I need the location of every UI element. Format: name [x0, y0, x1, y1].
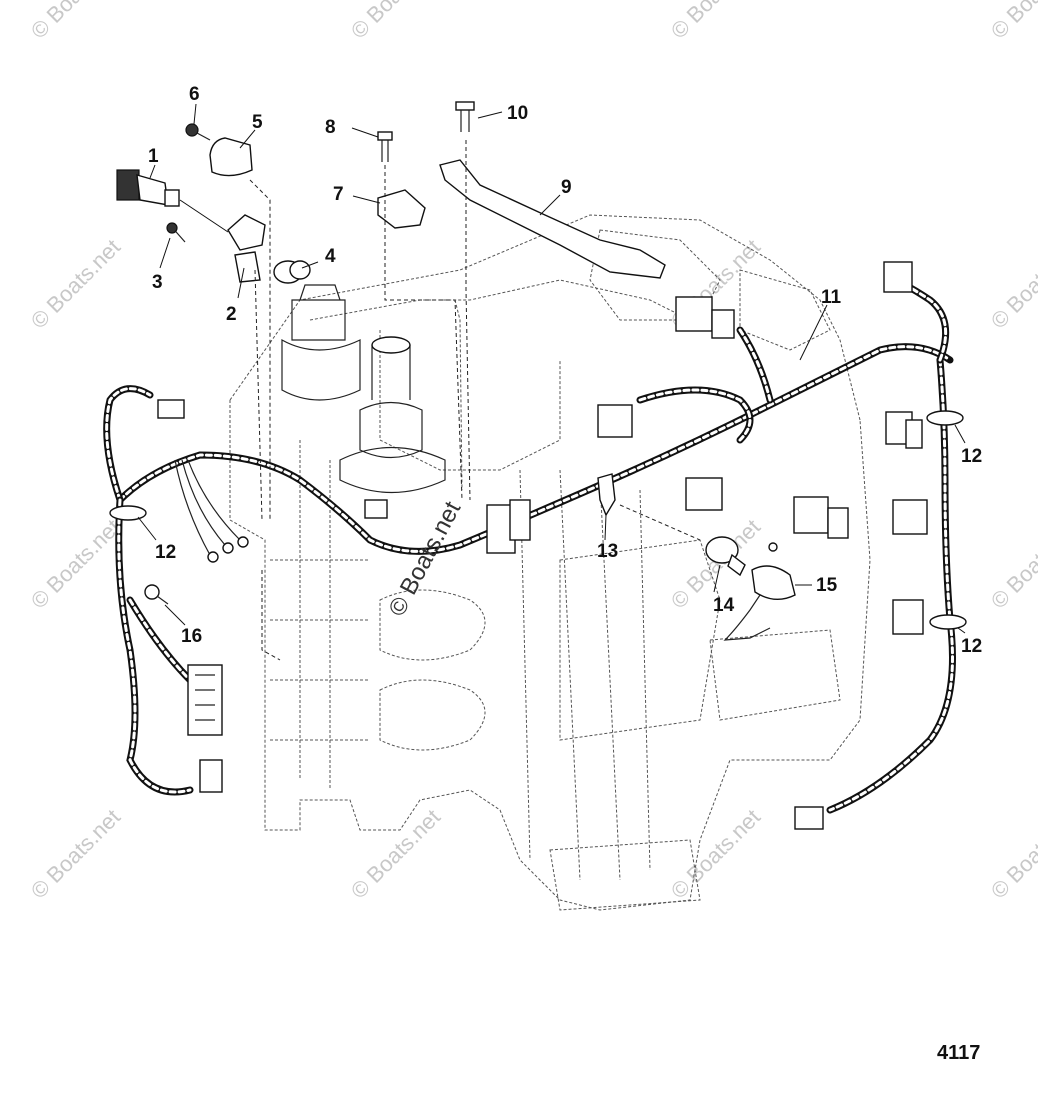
watermark-layer: © Boats.net © Boats.net © Boats.net © Bo…: [26, 0, 1038, 904]
watermark: © Boats.net: [986, 804, 1038, 903]
figure-number: 4117: [937, 1042, 980, 1064]
watermark: © Boats.net: [346, 804, 445, 903]
leader-lines: [137, 103, 966, 634]
watermark: © Boats.net: [26, 514, 125, 613]
watermark: © Boats.net: [26, 804, 125, 903]
retainer-7: [377, 189, 426, 229]
grommet: [273, 260, 311, 284]
callout-7: 7: [333, 184, 344, 205]
watermark: © Boats.net: [666, 0, 765, 44]
callout-5: 5: [252, 112, 263, 133]
sensor-15: [723, 542, 796, 641]
callout-12: 12: [155, 542, 176, 563]
callout-13: 13: [597, 541, 618, 562]
harness-clips: [109, 410, 967, 630]
callout-8: 8: [325, 117, 336, 138]
temperature-sensor: [116, 169, 180, 207]
sensor-bracket: [227, 214, 266, 283]
watermark-center: © Boats.net: [383, 497, 466, 621]
harness-connectors: [157, 261, 928, 830]
callout-15: 15: [816, 575, 838, 596]
watermark: © Boats.net: [986, 234, 1038, 333]
callout-12: 12: [961, 446, 982, 467]
callout-4: 4: [325, 246, 336, 267]
screw-3: [166, 222, 186, 243]
oil-filler-tube: [339, 336, 446, 493]
callout-12: 12: [961, 636, 982, 657]
callout-10: 10: [507, 103, 528, 124]
flywheel-hub: [281, 284, 361, 401]
harness-bracket-plate: [439, 159, 666, 279]
bolt-16: [144, 584, 169, 605]
callout-3: 3: [152, 272, 163, 293]
assembly-lines: [249, 140, 701, 661]
callout-1: 1: [148, 146, 159, 167]
watermark: © Boats.net: [986, 514, 1038, 613]
callout-labels: 1 2 3 4 5 6 7 8 9 10 11 12 12 12 13 14 1…: [148, 84, 982, 657]
pressure-switch: [705, 536, 746, 577]
engine-block-outline: [229, 214, 871, 911]
watermark: © Boats.net: [986, 0, 1038, 44]
ground-leads: [174, 459, 249, 563]
clamp: [209, 137, 253, 177]
callout-16: 16: [181, 626, 202, 647]
callout-9: 9: [561, 177, 572, 198]
wiring-harness: [103, 281, 956, 814]
screw-6: [185, 123, 211, 141]
bolt-8: [377, 131, 393, 162]
clip-13: [597, 473, 616, 517]
bolt-10: [455, 101, 475, 132]
callout-14: 14: [713, 595, 735, 616]
watermark: © Boats.net: [26, 0, 125, 44]
callout-6: 6: [189, 84, 200, 105]
watermark: © Boats.net: [26, 234, 125, 333]
watermark: © Boats.net: [666, 804, 765, 903]
callout-11: 11: [821, 287, 842, 308]
watermark: © Boats.net: [346, 0, 445, 44]
callout-2: 2: [226, 304, 237, 325]
